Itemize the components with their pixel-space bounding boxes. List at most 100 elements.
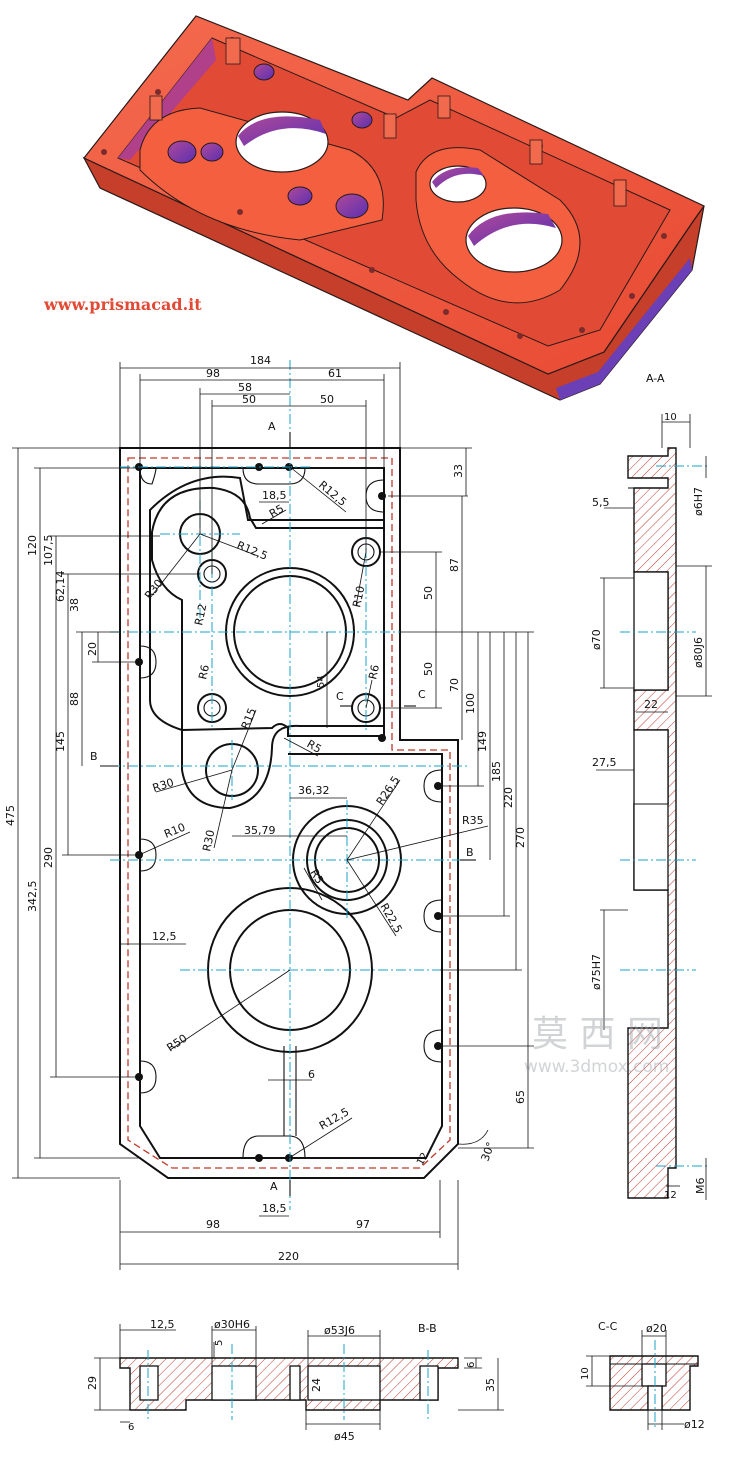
dim-20: 20 [86,642,99,656]
radius-r30-low: R30 [200,829,217,853]
aa-dim-m6: M6 [694,1178,707,1195]
dim-58: 58 [238,381,252,394]
isometric-render [82,15,705,401]
bb-dim-29: 29 [86,1376,99,1390]
aa-dim-6h7: ø6H7 [692,487,705,516]
aa-dim-22: 22 [644,698,658,711]
plan-hidden-outline [127,457,451,1169]
dim-220-vertical: 220 [502,787,515,808]
dim-97: 97 [356,1218,370,1231]
dim-50-right: 50 [320,393,334,406]
dim-36-32: 36,32 [298,784,330,797]
section-bb-title: B-B [418,1322,437,1335]
section-cc-title: C-C [598,1320,618,1333]
dim-61: 61 [328,367,342,380]
aa-dim-27-5: 27,5 [592,756,617,769]
dim-184: 184 [250,354,271,367]
radius-r10-left: R10 [162,821,187,841]
plan-left-boss [151,486,385,810]
aa-dim-70: ø70 [590,629,603,650]
bb-dim-45: ø45 [334,1430,355,1443]
section-mark-c-left: C [336,690,344,703]
section-mark-a-bottom: A [270,1180,278,1193]
plan-view: A A B B C C 184 98 61 58 50 50 18,5 98 9… [4,354,534,1270]
radius-r35: R35 [462,814,484,827]
dim-65: 65 [514,1090,527,1104]
dim-35-79: 35,79 [244,824,276,837]
radius-r12-5-top: R12,5 [316,478,349,509]
section-mark-b-right: B [466,846,474,859]
radius-r30-left: R30 [142,577,166,602]
radius-r50: R50 [164,1032,189,1055]
iso-hole-small-2 [200,142,224,162]
radius-r12: R12 [192,603,209,627]
dim-6: 6 [308,1068,315,1081]
iso-pocket-wall [118,38,216,160]
radius-r12-5-bottom: R12,5 [317,1105,351,1132]
radius-r5-low: R5 [307,867,326,886]
plan-inner-cavity [139,467,443,1159]
iso-hole-small-3 [287,186,313,206]
dim-98-bottom: 98 [206,1218,220,1231]
bb-dim-6-left: 6 [128,1422,134,1433]
aa-dim-12: 12 [664,1190,677,1201]
watermark: 莫 西 网 www.3dmox.com [524,1014,669,1077]
bb-dim-5: 5 [214,1340,225,1346]
watermark-cn: 莫 西 网 [532,1014,663,1055]
dim-120: 120 [26,535,39,556]
radius-r6-left: R6 [196,664,212,681]
bb-dim-12-5: 12,5 [150,1318,175,1331]
bb-dim-30h6: ø30H6 [214,1318,250,1331]
section-mark-c-right: C [418,688,426,701]
iso-hole-small-4 [335,193,369,219]
section-mark-b-left: B [90,750,98,763]
aa-dim-80j6: ø80J6 [692,637,705,668]
dim-149: 149 [476,731,489,752]
radius-r12-5-left: R12,5 [235,539,270,563]
dim-220: 220 [278,1250,299,1263]
cc-dim-12: ø12 [684,1418,705,1431]
dim-50-upper: 50 [422,586,435,600]
iso-hole-small-6 [351,111,373,129]
bb-dim-6-right: 6 [466,1362,477,1368]
dim-38: 38 [68,598,81,612]
dim-145: 145 [54,731,67,752]
aa-dim-5-5: 5,5 [592,496,610,509]
dim-342-5: 342,5 [26,881,39,913]
iso-plate-underside [556,258,692,400]
website-label: www.prismacad.it [43,295,202,314]
radius-r30-mid: R30 [151,776,176,795]
dim-50-lower: 50 [422,662,435,676]
section-cc: C-C ø20 10 ø12 [580,1320,705,1431]
dim-70: 70 [448,678,461,692]
radius-r10-top: R10 [350,585,367,609]
cc-dim-10: 10 [580,1367,591,1380]
watermark-url: www.3dmox.com [524,1057,669,1077]
dim-475: 475 [4,805,17,826]
dim-107-5: 107,5 [42,535,55,567]
dim-50-left: 50 [242,393,256,406]
angle-30: 30° [479,1140,498,1163]
cc-dim-20: ø20 [646,1322,667,1335]
bb-dim-24: 24 [310,1378,323,1392]
iso-left-boss [139,107,384,241]
radius-r5-top: R5 [267,502,286,521]
bb-dim-53j6: ø53J6 [324,1324,355,1337]
bb-dim-35: 35 [484,1378,497,1392]
section-aa-title: A-A [646,372,665,385]
iso-hole-small-5 [253,63,275,81]
radius-r5-mid: R5 [305,737,324,756]
dim-54: 54 [316,675,327,688]
dim-18-5-bottom: 18,5 [262,1202,287,1215]
dim-270: 270 [514,827,527,848]
dim-185: 185 [490,761,503,782]
section-aa: A-A 10 5,5 ø6H7 ø70 [590,372,712,1201]
aa-dim-10: 10 [664,412,677,423]
aa-dim-75h7: ø75H7 [590,954,603,990]
iso-hole-small-1 [167,140,197,164]
section-bb-body [119,1357,459,1411]
dim-33: 33 [452,464,465,478]
dim-18-5-top: 18,5 [262,489,287,502]
section-bb: B-B 12,5 ø30H6 ø53J6 5 29 24 [86,1318,504,1443]
